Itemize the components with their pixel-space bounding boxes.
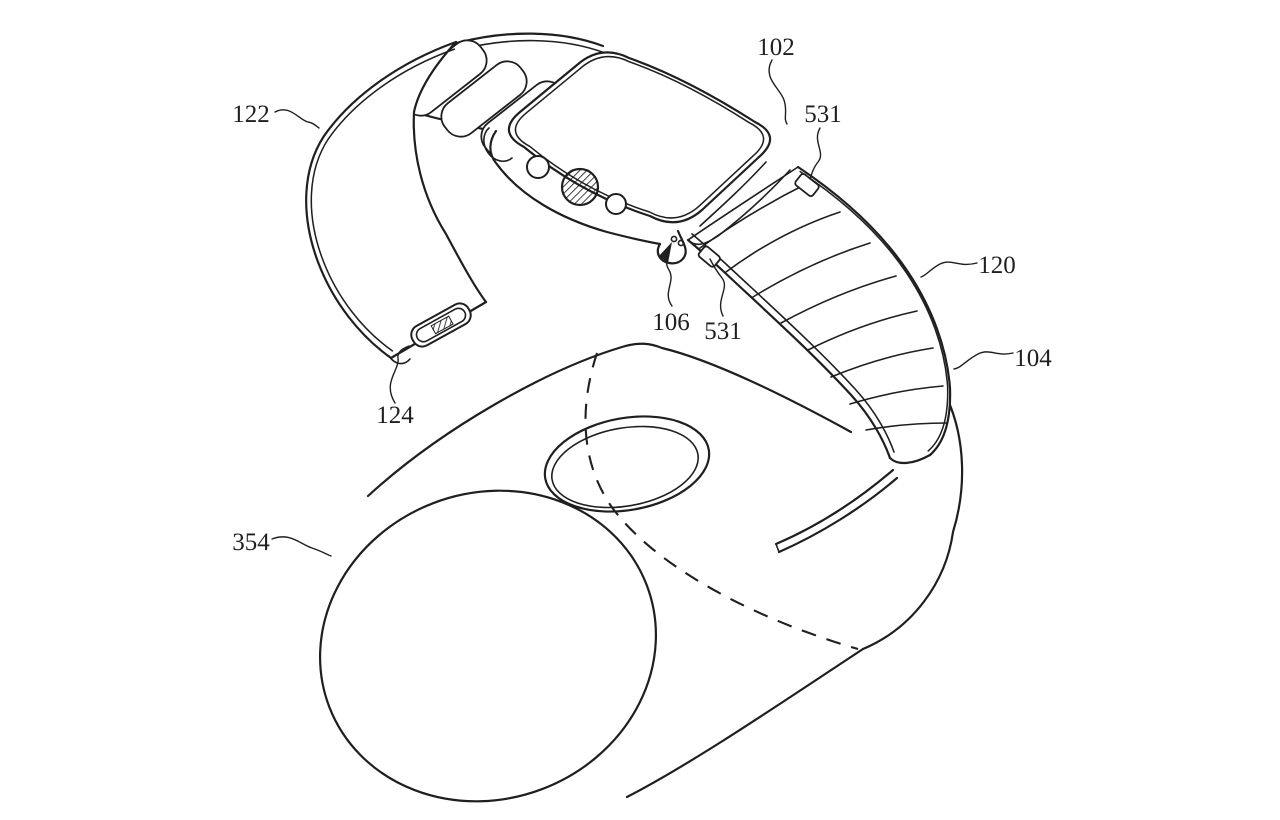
leader-120 [920, 261, 978, 278]
band-tail [774, 468, 899, 554]
left-strap-fold-edge [412, 40, 488, 304]
leader-531-upper [809, 127, 822, 180]
leader-531-lower [709, 258, 726, 317]
upper-band-top-edge [455, 32, 605, 48]
left-strap-outer-edge-inner-line [310, 48, 456, 352]
dock-bottom-silhouette [625, 647, 865, 799]
band-tab-lower [697, 245, 721, 268]
band-fill [688, 167, 951, 464]
charging-dock-drawing [318, 342, 964, 803]
ref-label-102: 102 [757, 34, 795, 61]
watch-case-band-joint-line [687, 169, 791, 246]
watch-side-outline [489, 129, 662, 246]
ref-label-104: 104 [1014, 345, 1052, 372]
ref-label-124: 124 [376, 402, 414, 429]
ref-label-122: 122 [232, 101, 270, 128]
leader-104 [953, 351, 1014, 370]
leader-122 [274, 109, 320, 129]
strap-clasp [410, 302, 472, 348]
left-strap-outer-edge [305, 40, 458, 360]
leader-124 [389, 345, 410, 404]
dock-recess-inner-ring [551, 425, 699, 509]
ref-label-120: 120 [978, 252, 1016, 279]
band-tab-upper [794, 173, 820, 197]
ref-label-531-lower: 531 [704, 318, 742, 345]
watch-screen-inner [514, 55, 765, 219]
side-button-upper [526, 155, 550, 179]
link-band-drawing [686, 165, 952, 554]
dock-front-face [318, 489, 658, 803]
band-outer-edge-inner-line [799, 170, 949, 452]
leader-102 [768, 59, 788, 125]
ref-label-354: 354 [232, 529, 270, 556]
arrowhead-106 [659, 242, 672, 263]
left-strap-tip-curl [388, 355, 411, 365]
lug-pin-dot [670, 235, 678, 243]
dock-top-silhouette [366, 342, 853, 498]
lug-pin-dot [677, 239, 685, 247]
band-tip [888, 453, 932, 465]
ref-label-531-upper: 531 [804, 101, 842, 128]
band-outer-edge [796, 165, 952, 457]
watch-corner-notch [483, 127, 513, 163]
left-strap-fill [306, 42, 486, 358]
watch-case-right-edge-line [699, 161, 767, 227]
dock-recess-outer-ring [543, 415, 711, 513]
ref-label-106: 106 [652, 309, 690, 336]
watch-drawing [483, 51, 791, 265]
watch-lug [656, 229, 687, 265]
dock-rear-cap [861, 396, 964, 651]
side-button-lower [605, 193, 627, 215]
crown [560, 167, 600, 207]
left-strap-drawing [305, 40, 488, 365]
reference-annotations: 102 531 122 120 104 106 531 124 3 [232, 34, 1052, 557]
hidden-band-dashed-line [584, 352, 859, 651]
leader-354 [271, 536, 332, 557]
